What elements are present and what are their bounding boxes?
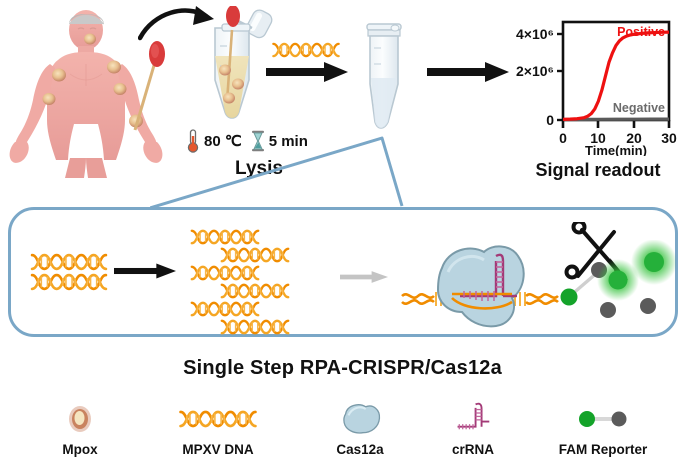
lysis-step-label: Lysis: [235, 158, 283, 179]
dna-helix-icon: [30, 252, 108, 272]
legend-label: crRNA: [451, 442, 494, 457]
negative-series-label: Negative: [613, 101, 665, 115]
hourglass-icon: [251, 130, 264, 152]
positive-curve: [562, 30, 670, 121]
legend-label: FAM Reporter: [558, 442, 648, 457]
dna-helix-icon: [219, 246, 291, 264]
lysis-conditions: 80 ℃ 5 min: [186, 129, 331, 153]
crrna-hairpin-icon: [457, 402, 490, 430]
reaction-tube-icon: [366, 23, 402, 129]
lesion-group: [42, 33, 143, 128]
dna-helix-icon: [272, 40, 340, 60]
dna-helix-icon: [189, 300, 261, 318]
dna-helix-icon: [219, 318, 291, 336]
y-tick-0: 0: [546, 112, 554, 128]
legend-item-mpox: Mpox: [28, 398, 132, 457]
y-tick-1: 2×10⁶: [516, 63, 554, 79]
dna-helix-icon: [179, 408, 257, 430]
dna-helix-icon: [189, 264, 261, 282]
black-arrow-icon: [266, 62, 348, 82]
panel-title: Single Step RPA-CRISPR/Cas12a: [183, 357, 502, 379]
x-tick-3: 30: [661, 130, 677, 146]
x-axis: 0 10 20 30: [559, 120, 677, 146]
legend-item-mpxv-dna: MPXV DNA: [158, 398, 278, 457]
lysis-temperature: 80 ℃: [204, 133, 242, 150]
legend-label: Mpox: [62, 442, 98, 457]
black-arrow-icon: [427, 62, 509, 82]
legend-label: Cas12a: [336, 442, 384, 457]
panel-connector-lines: [150, 136, 404, 210]
dna-helix-icon: [30, 272, 108, 292]
legend: Mpox MPXV DNA Cas12a: [0, 398, 685, 468]
dna-helix-icon: [189, 228, 261, 246]
y-tick-2: 4×10⁶: [516, 26, 554, 42]
y-axis: 0 2×10⁶ 4×10⁶: [516, 26, 563, 128]
mpox-lesion-icon: [69, 406, 91, 432]
legend-label: MPXV DNA: [182, 442, 254, 457]
legend-item-crrna: crRNA: [428, 398, 518, 457]
swab-icon: [133, 41, 165, 131]
x-tick-0: 0: [559, 130, 567, 146]
signal-readout-chart: 0 2×10⁶ 4×10⁶ 0 10 20 30 Positive Negati…: [516, 20, 677, 156]
fam-reporter-icon: [579, 411, 627, 427]
x-tick-2: 20: [626, 130, 642, 146]
cleaved-reporters-group: [560, 240, 676, 318]
thermometer-icon: [187, 129, 199, 153]
signal-readout-label: Signal readout: [535, 160, 661, 180]
x-tick-1: 10: [590, 130, 606, 146]
positive-series-label: Positive: [617, 25, 665, 39]
cas12a-protein-icon: [343, 404, 381, 434]
mpox-patient-illustration: [9, 10, 163, 178]
grey-arrow-icon: [340, 271, 388, 283]
black-arrow-icon: [114, 263, 176, 279]
x-axis-title: Time(min): [585, 143, 647, 156]
cas12a-complex-icon: [401, 245, 559, 328]
transfer-arrow-icon: [138, 6, 214, 41]
legend-item-fam-reporter: FAM Reporter: [538, 398, 668, 457]
lysis-time: 5 min: [268, 132, 308, 150]
dna-helix-icon: [219, 282, 291, 300]
sample-tube-icon: [214, 6, 273, 119]
legend-item-cas12a: Cas12a: [310, 398, 410, 457]
